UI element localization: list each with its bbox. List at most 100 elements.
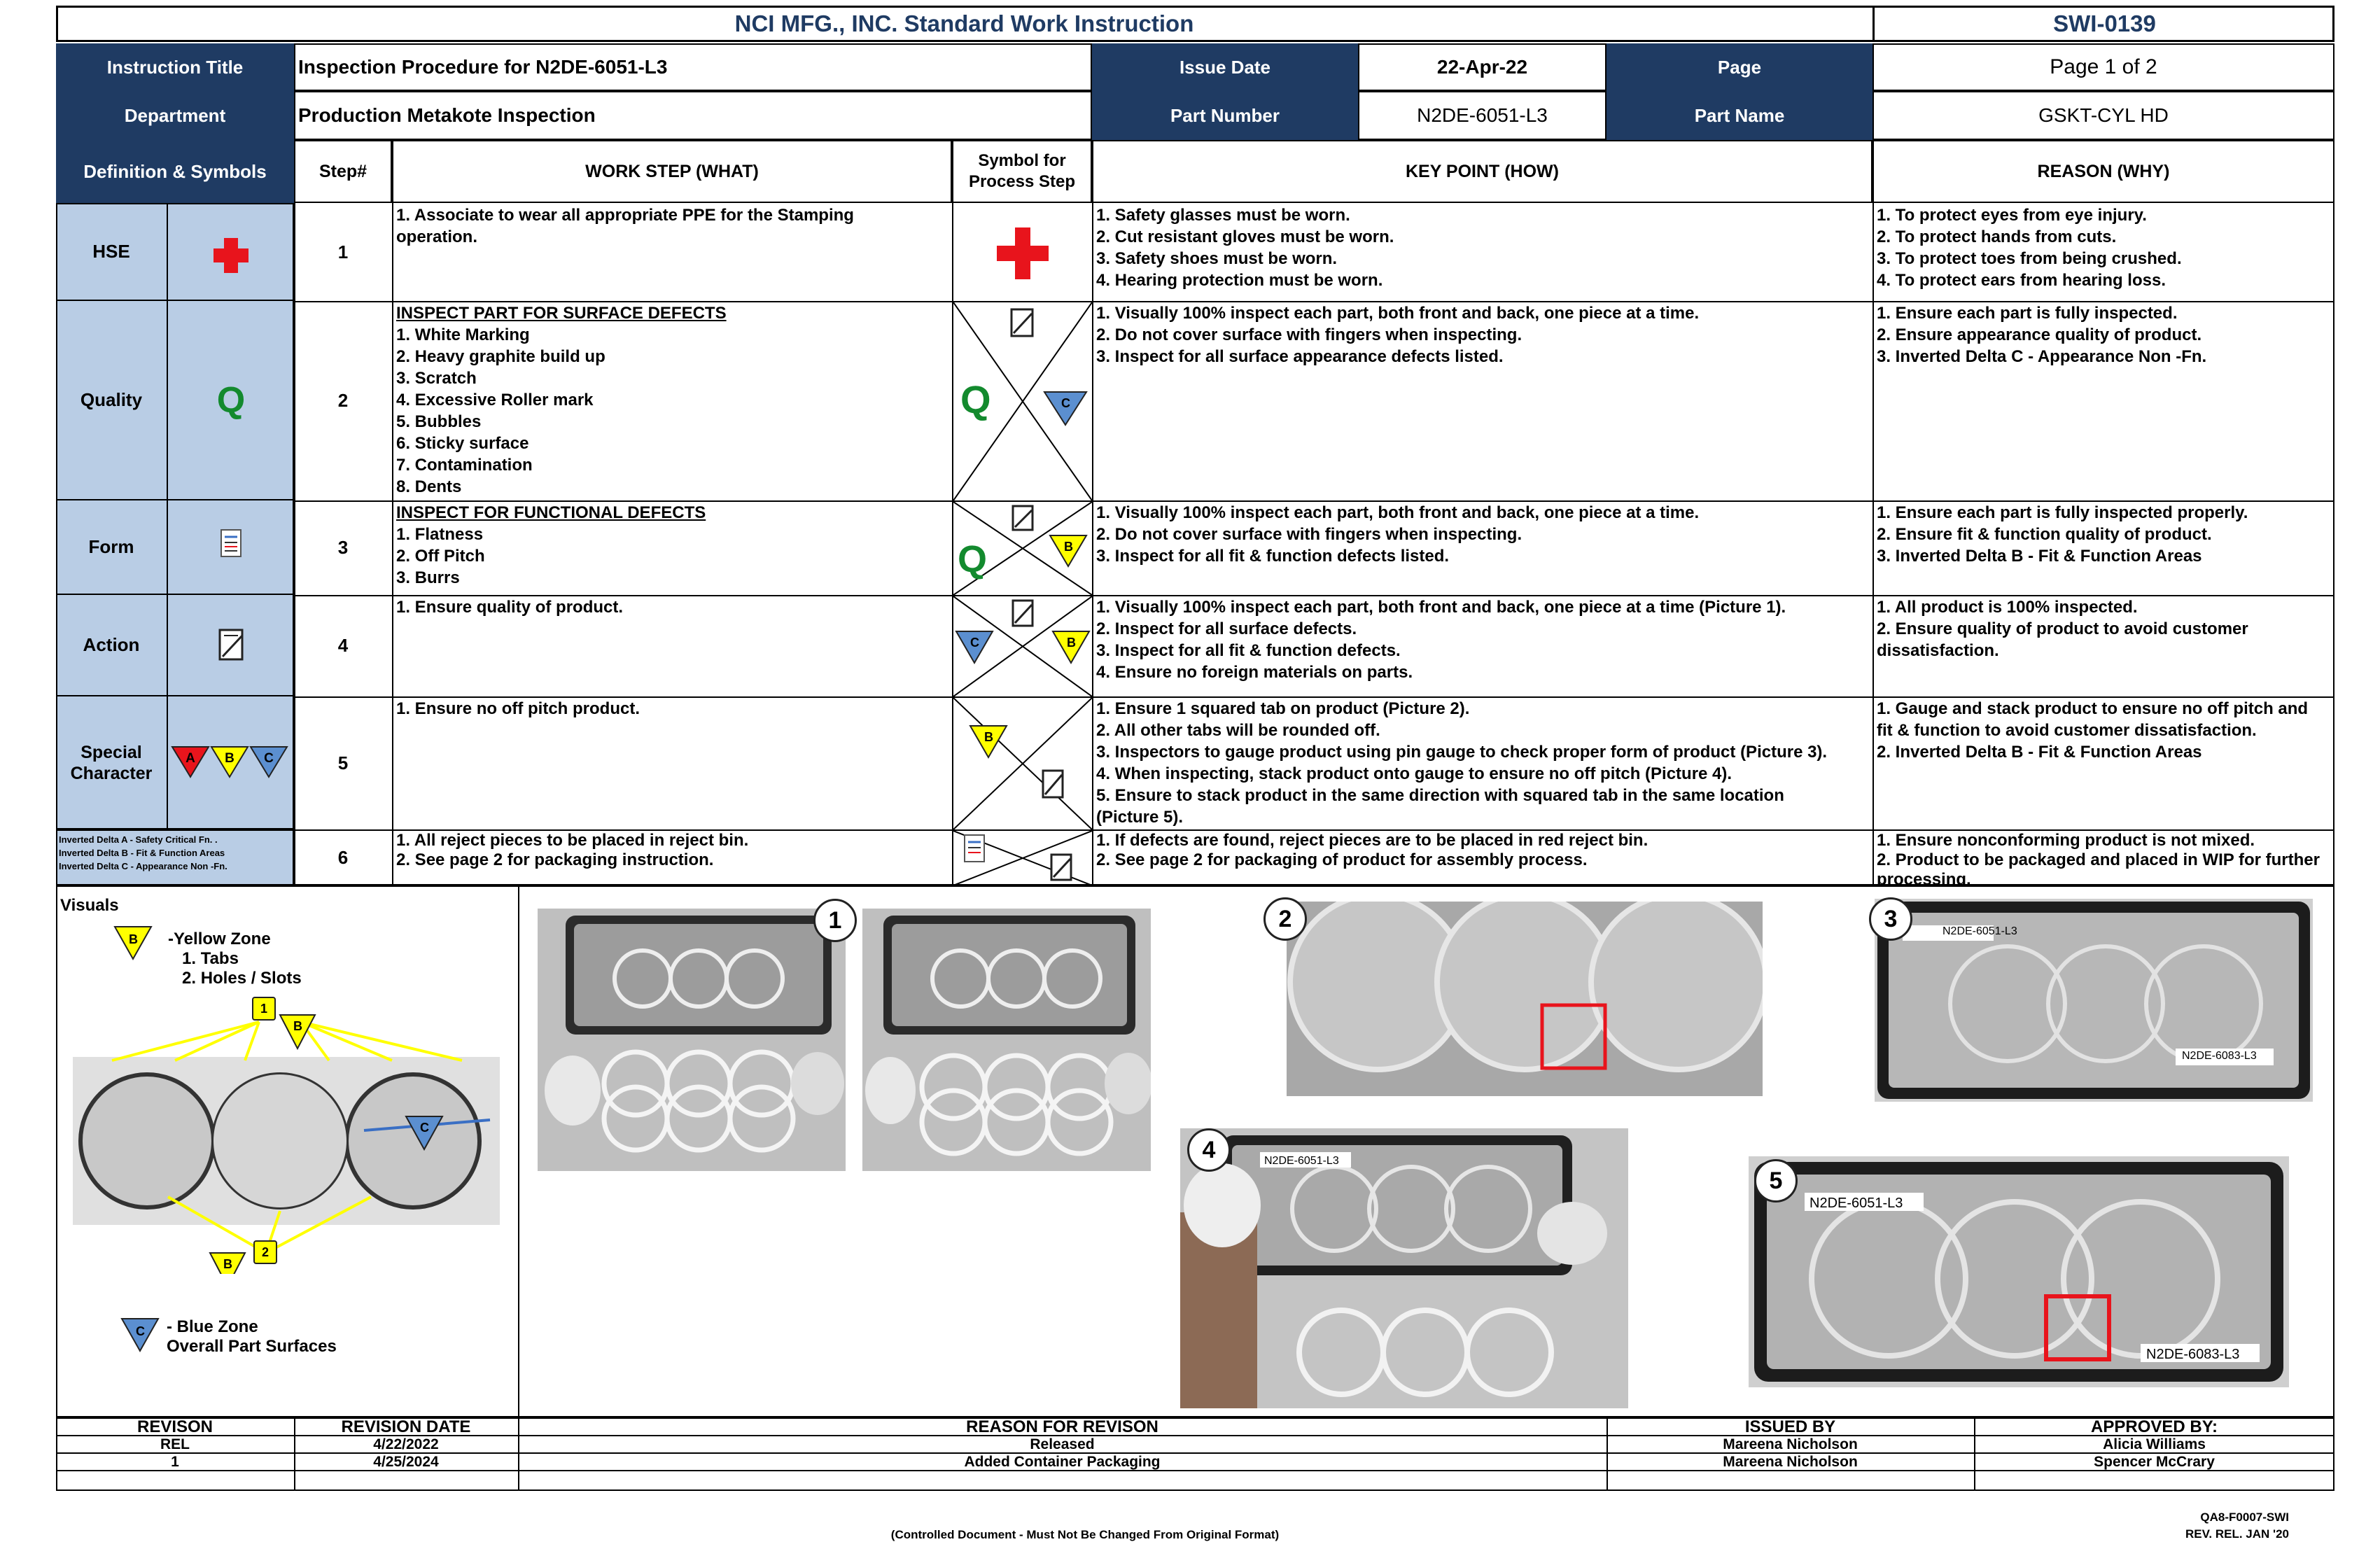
grid-line (294, 301, 2334, 302)
step-what-title: INSPECT PART FOR SURFACE DEFECTS (396, 304, 727, 323)
inspection-photo (1180, 1128, 1628, 1408)
step-number: 3 (337, 537, 349, 558)
grid-line (1974, 1417, 1975, 1491)
delta-legend: Inverted Delta A - Safety Critical Fn. .… (56, 829, 294, 885)
visuals-title: Visuals (60, 896, 119, 915)
part-label-tag: N2DE-6083-L3 (2182, 1050, 2257, 1062)
work-step-header: WORK STEP (WHAT) (392, 140, 952, 203)
grid-line (1606, 1417, 1608, 1491)
svg-text:B: B (129, 932, 138, 946)
svg-text:B: B (223, 1257, 232, 1271)
picture-number-badge: 3 (1869, 897, 1912, 941)
yellow-zone-delta-icon: B (112, 924, 154, 966)
svg-text:C: C (136, 1324, 145, 1338)
step-how: 1. Visually 100% inspect each part, both… (1096, 304, 1700, 366)
delta-a-letter: A (186, 751, 195, 766)
special-character-label: Special Character (56, 696, 168, 829)
step-how: 1. Ensure 1 squared tab on product (Pict… (1096, 699, 1828, 827)
revision-release: REV. REL. JAN '20 (2185, 1527, 2289, 1541)
picture-number-badge: 2 (1264, 897, 1307, 941)
step-symbol-form-action (953, 830, 1093, 886)
part-label-tag: N2DE-6051-L3 (1264, 1155, 1339, 1167)
svg-text:C: C (1061, 396, 1070, 410)
form-number: QA8-F0007-SWI (2200, 1511, 2289, 1524)
part-number-label: Part Number (1092, 91, 1358, 140)
picture-number-badge: 5 (1754, 1159, 1798, 1203)
quality-q-icon: Q (168, 301, 294, 500)
grid-line (518, 1417, 519, 1491)
inspection-photo (1875, 899, 2313, 1102)
step-number: 2 (337, 390, 349, 411)
revision-cell: Added Container Packaging (964, 1453, 1161, 1470)
svg-text:C: C (970, 636, 979, 650)
step-number: 5 (337, 752, 349, 773)
svg-text:B: B (1064, 540, 1073, 554)
quality-q-icon: Q (958, 538, 987, 580)
picture-number-badge: 4 (1187, 1128, 1231, 1172)
yellow-zone-text: -Yellow Zone 1. Tabs 2. Holes / Slots (168, 930, 302, 988)
blue-zone-text: - Blue Zone Overall Part Surfaces (167, 1317, 337, 1356)
delta-a-icon (171, 746, 210, 778)
doc-number: SWI-0139 (1872, 6, 2334, 42)
reason-header: REASON (WHY) (1872, 140, 2334, 203)
step-what: 1. Flatness 2. Off Pitch 3. Burrs (396, 525, 485, 587)
step-what: 1. Ensure no off pitch product. (396, 699, 640, 718)
step-symbol-fit-function: Q B (953, 501, 1093, 596)
visuals-panel (56, 885, 2334, 1417)
page-value: Page 1 of 2 (1872, 43, 2334, 91)
form-document-icon (168, 500, 294, 595)
part-label-tag: N2DE-6051-L3 (1942, 925, 2017, 937)
part-label-tag: N2DE-6083-L3 (2146, 1347, 2240, 1362)
revision-cell: Alicia Williams (2103, 1436, 2206, 1452)
part-name-value: GSKT-CYL HD (1872, 91, 2334, 140)
inspection-photo (538, 909, 846, 1171)
grid-line (1092, 203, 1093, 885)
delta-c-icon (955, 631, 994, 664)
revision-table (56, 1417, 2334, 1491)
grid-line (294, 595, 2334, 596)
step-what-title: INSPECT FOR FUNCTIONAL DEFECTS (396, 503, 706, 522)
form-document-icon (964, 834, 985, 862)
definitions-header: Definition & Symbols (56, 140, 294, 203)
key-point-header: KEY POINT (HOW) (1092, 140, 1872, 203)
step-symbol-quality: Q C (953, 302, 1093, 501)
revision-header: REVISON (136, 1417, 214, 1436)
revision-header: REASON FOR REVISON (966, 1417, 1158, 1436)
zone-diagram: B C B (70, 994, 504, 1289)
delta-b-icon (1049, 535, 1088, 568)
revision-header: REVISION DATE (341, 1417, 471, 1436)
step-what: 1. Associate to wear all appropriate PPE… (396, 206, 854, 246)
inspection-photo (862, 909, 1151, 1171)
issue-date-value: 22-Apr-22 (1358, 43, 1606, 91)
step-how: 1. Visually 100% inspect each part, both… (1096, 598, 1786, 682)
title-bar (56, 6, 2334, 42)
instruction-title-value: Inspection Procedure for N2DE-6051-L3 (294, 43, 1092, 91)
blue-zone-delta-icon: C (119, 1316, 161, 1358)
part-label-tag: N2DE-6051-L3 (1809, 1196, 1903, 1211)
step-symbol-hse-icon (953, 204, 1092, 301)
delta-c-icon (249, 746, 288, 778)
grid-line (294, 203, 295, 885)
form-label: Form (56, 500, 168, 595)
part-name-label: Part Name (1606, 91, 1872, 140)
instruction-title-label: Instruction Title (56, 43, 294, 91)
grid-line (56, 1452, 2334, 1454)
step-number: 4 (337, 635, 349, 656)
revision-header: APPROVED BY: (2091, 1417, 2218, 1436)
delta-b-icon (969, 725, 1008, 759)
step-what-block: INSPECT FOR FUNCTIONAL DEFECTS 1. Flatne… (393, 500, 951, 595)
svg-text:C: C (420, 1121, 429, 1135)
step-header: Step# (294, 140, 392, 203)
step-how: 1. Visually 100% inspect each part, both… (1096, 503, 1700, 566)
step-what: 1. Ensure quality of product. (396, 598, 624, 617)
grid-line (1872, 203, 1874, 885)
grid-line (294, 829, 2334, 831)
step-why: 1. To protect eyes from eye injury. 2. T… (1877, 206, 2182, 290)
svg-text:B: B (984, 730, 993, 744)
action-checklist-icon (1042, 769, 1064, 799)
grid-line (56, 1470, 2334, 1471)
controlled-document-note: (Controlled Document - Must Not Be Chang… (890, 1528, 1280, 1541)
grid-line (294, 696, 2334, 698)
revision-cell: Mareena Nicholson (1723, 1436, 1858, 1452)
step-how: 1. Safety glasses must be worn. 2. Cut r… (1096, 206, 1394, 290)
